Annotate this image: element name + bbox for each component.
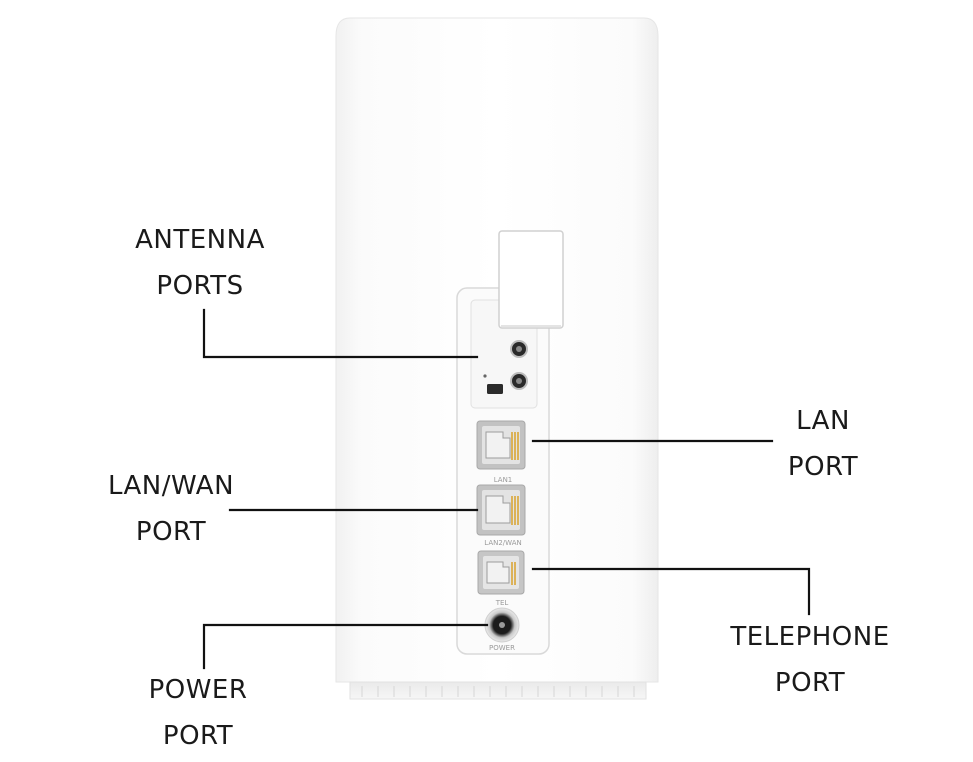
- telephone-port-label: TELEPHONE PORT: [730, 622, 890, 698]
- tel-marking: TEL: [495, 599, 509, 607]
- antenna-ports-label: ANTENNA PORTS: [135, 225, 265, 301]
- lan-port-label: LAN PORT: [787, 406, 859, 482]
- lan2wan-marking: LAN2/WAN: [484, 539, 521, 547]
- reset-hole: [483, 374, 487, 378]
- power-jack: [484, 607, 520, 643]
- power-marking: POWER: [489, 644, 515, 652]
- power-leader-line: [202, 623, 489, 670]
- usb-port: [487, 384, 503, 394]
- tel-jack: [477, 550, 525, 595]
- power-port-label: POWER PORT: [148, 675, 248, 751]
- telephone-leader-line: [531, 567, 811, 616]
- lan1-jack: [476, 420, 526, 470]
- antenna-connector-1: [510, 340, 528, 358]
- lan2wan-jack: [476, 484, 526, 536]
- antenna-cover: [498, 230, 564, 329]
- antenna-connector-2: [510, 372, 528, 390]
- lan-wan-port-label: LAN/WAN PORT: [107, 471, 235, 547]
- antenna-leader-line: [202, 308, 479, 359]
- lan1-marking: LAN1: [494, 476, 513, 484]
